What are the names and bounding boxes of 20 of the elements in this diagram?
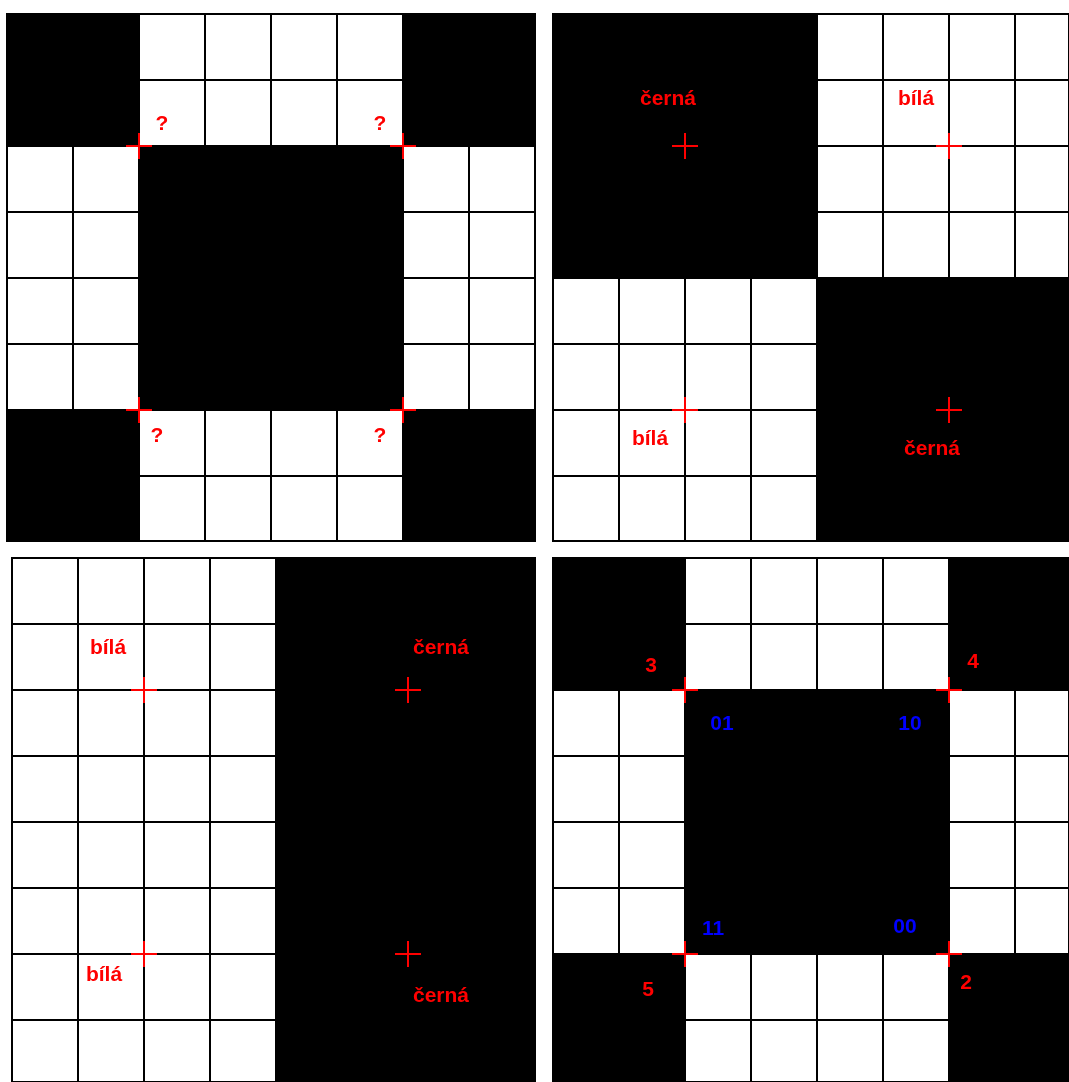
point-label: černá: [904, 436, 960, 458]
point-label: ?: [150, 423, 164, 445]
point-label: bílá: [897, 86, 935, 108]
point-label: ?: [155, 111, 169, 133]
point-label: černá: [413, 983, 469, 1005]
corner-code: 10: [898, 711, 922, 733]
point-number: 4: [967, 649, 979, 671]
point-label: bílá: [85, 962, 123, 984]
point-label: ?: [373, 423, 387, 445]
point-number: 5: [642, 977, 654, 999]
corner-code: 01: [710, 711, 734, 733]
point-label: černá: [640, 86, 696, 108]
corner-code: 00: [893, 914, 917, 936]
point-label: bílá: [631, 426, 669, 448]
point-number: 2: [960, 970, 972, 992]
corner-code: 11: [701, 916, 725, 938]
point-number: 3: [645, 653, 657, 675]
point-label: černá: [413, 635, 469, 657]
point-label: ?: [373, 111, 387, 133]
point-label: bílá: [89, 635, 127, 657]
